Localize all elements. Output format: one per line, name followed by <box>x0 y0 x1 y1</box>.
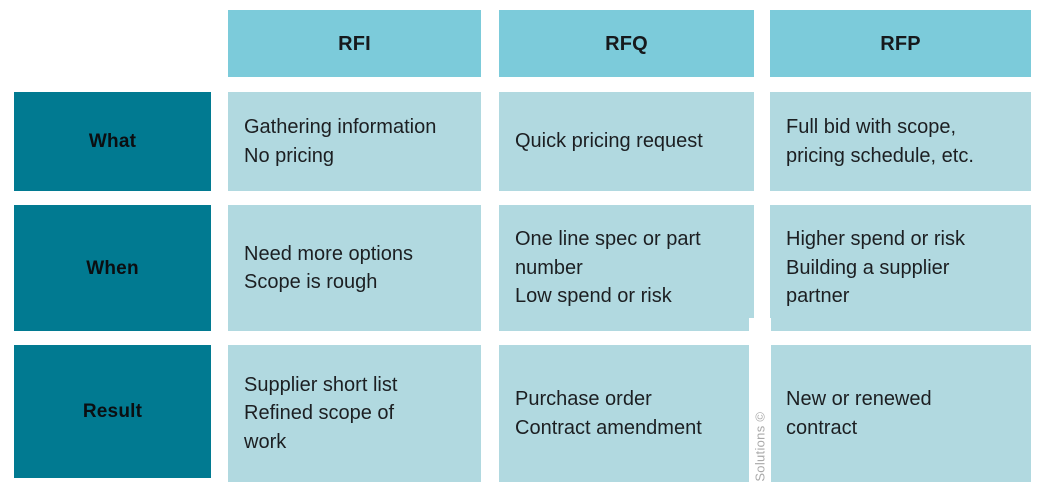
column-header-rfq-label: RFQ <box>605 32 648 55</box>
cell-when-rfp-text: Higher spend or risk Building a supplier… <box>786 228 965 308</box>
column-header-rfq: RFQ <box>499 10 754 77</box>
cell-when-rfi-text: Need more options Scope is rough <box>244 242 413 293</box>
row-header-result-label: Result <box>82 401 143 422</box>
row-header-when-label: When <box>86 257 139 279</box>
cell-result-rfq-text: Purchase order Contract amendment <box>515 388 702 439</box>
cell-result-rfq: Purchase order Contract amendment <box>499 345 754 482</box>
column-header-rfp-label: RFP <box>880 32 921 55</box>
cell-result-rfi-text: Supplier short list Refined scope of wor… <box>244 373 398 453</box>
row-header-when: When <box>14 205 211 331</box>
cell-what-rfq-text: Quick pricing request <box>515 130 703 153</box>
column-header-rfi: RFI <box>228 10 481 77</box>
row-header-what-label: What <box>88 131 137 152</box>
cell-result-rfi: Supplier short list Refined scope of wor… <box>228 345 481 482</box>
cell-what-rfi-text: Gathering information No pricing <box>244 116 437 167</box>
cell-what-rfq: Quick pricing request <box>499 92 754 191</box>
cell-what-rfp: Full bid with scope, pricing schedule, e… <box>770 92 1031 191</box>
cell-what-rfi: Gathering information No pricing <box>228 92 481 191</box>
row-header-what: What <box>14 92 211 191</box>
cell-result-rfp: New or renewed contract <box>770 345 1031 482</box>
column-header-rfp: RFP <box>770 10 1031 77</box>
row-header-result: Result <box>14 345 211 478</box>
cell-when-rfp: Higher spend or risk Building a supplier… <box>770 205 1031 331</box>
cell-what-rfp-text: Full bid with scope, pricing schedule, e… <box>786 116 974 167</box>
cell-when-rfq: One line spec or part number Low spend o… <box>499 205 754 331</box>
column-header-rfi-label: RFI <box>338 32 371 55</box>
cell-when-rfq-text: One line spec or part number Low spend o… <box>515 228 701 308</box>
cell-when-rfi: Need more options Scope is rough <box>228 205 481 331</box>
cell-result-rfp-text: New or renewed contract <box>786 388 932 439</box>
watermark-text: Passwall Solutions © <box>752 411 768 482</box>
